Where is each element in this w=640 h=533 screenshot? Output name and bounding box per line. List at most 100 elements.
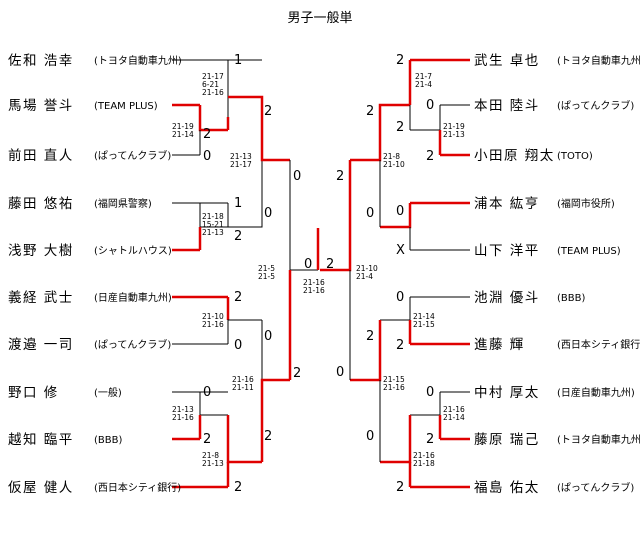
right-score-8: 0 xyxy=(426,385,434,400)
page-title: 男子一般単 xyxy=(287,10,352,26)
right-player-club-1: (トヨタ自動車九州) xyxy=(557,54,640,67)
right-player-name-1: 武生 卓也 xyxy=(474,53,540,69)
right-m5-game-2: 21-15 xyxy=(413,320,435,329)
right-player-name-6: 池淵 優斗 xyxy=(474,290,540,306)
left-m8-game-2: 21-16 xyxy=(172,413,194,422)
left-score-3: 0 xyxy=(203,149,211,164)
left-m3-game-1: 21-13 xyxy=(230,152,252,161)
left-r3-bot-winner xyxy=(260,378,290,462)
left-score-7: 0 xyxy=(234,338,242,353)
right-score-3: 2 xyxy=(426,149,434,164)
left-m5-game-1: 21-5 xyxy=(258,264,275,273)
round-score-l_r2b_top: 0 xyxy=(264,206,272,221)
right-player-club-7: (西日本シティ銀行) xyxy=(557,338,640,351)
left-player-name-4: 藤田 悠祐 xyxy=(8,196,74,212)
right-m1-game-1: 21-7 xyxy=(415,72,432,81)
left-player-club-9: (BBB) xyxy=(94,435,122,446)
right-m6-game-2: 21-16 xyxy=(383,383,405,392)
right-m3-game-2: 21-10 xyxy=(383,160,405,169)
left-m9-game-2: 21-13 xyxy=(202,459,224,468)
left-r2b-line xyxy=(228,160,263,228)
right-r1a-loser xyxy=(410,105,441,131)
right-r1d-loser xyxy=(410,392,441,416)
right-r3-bot-stub xyxy=(350,320,382,382)
right-player-club-5: (TEAM PLUS) xyxy=(557,246,621,257)
round-score-l_r3_bot: 2 xyxy=(293,366,301,381)
round-score-l_r2a_bot: 0 xyxy=(264,329,272,344)
right-m2-game-2: 21-13 xyxy=(443,130,465,139)
round-score-r_r2b_top: 2 xyxy=(366,329,374,344)
right-player-name-5: 山下 洋平 xyxy=(474,243,540,259)
right-score-1: 2 xyxy=(396,53,404,68)
right-player-club-8: (日産自動車九州) xyxy=(557,386,635,399)
right-player-name-8: 中村 厚太 xyxy=(474,385,540,401)
left-player-name-3: 前田 直人 xyxy=(8,147,74,164)
right-r3-top-winner xyxy=(350,130,382,162)
right-m5-game-1: 21-14 xyxy=(413,312,435,321)
left-score-8: 0 xyxy=(203,385,211,400)
right-m8-game-1: 21-16 xyxy=(413,451,435,460)
left-player-name-10: 仮屋 健人 xyxy=(8,480,74,496)
right-player-name-7: 進藤 輝 xyxy=(474,337,525,353)
right-m4-game-1: 21-10 xyxy=(356,264,378,273)
right-m7-game-1: 21-16 xyxy=(443,405,465,414)
round-score-r_r2a_top: 2 xyxy=(366,104,374,119)
left-score-1: 1 xyxy=(234,53,242,68)
left-m1-game-1: 21-17 xyxy=(202,72,224,81)
right-player-name-2: 本田 陸斗 xyxy=(474,98,540,114)
left-score-9: 2 xyxy=(203,432,211,447)
right-m8-game-2: 21-18 xyxy=(413,459,435,468)
round-score-r_r2b_bot: 0 xyxy=(366,429,374,444)
right-player-name-10: 福島 佑太 xyxy=(474,480,540,496)
final-game-1: 21-16 xyxy=(303,278,325,287)
left-player-club-4: (福岡県警察) xyxy=(94,197,152,210)
right-player-club-6: (BBB) xyxy=(557,293,585,304)
bracket-lines xyxy=(172,58,470,489)
round-score-final_left: 0 xyxy=(304,257,312,272)
round-score-r_r2a_bot: 0 xyxy=(366,206,374,221)
left-m2-game-1: 21-19 xyxy=(172,122,194,131)
right-player-name-3: 小田原 翔太 xyxy=(474,148,555,164)
left-player-club-7: (ぱってんクラブ) xyxy=(94,338,171,351)
left-m1-game-3: 21-16 xyxy=(202,88,224,97)
right-score-5: X xyxy=(396,243,405,258)
right-m7-game-2: 21-14 xyxy=(443,413,465,422)
left-r3-top-winner xyxy=(260,130,290,162)
right-player-club-9: (トヨタ自動車九州) xyxy=(557,433,640,446)
right-m4-game-2: 21-4 xyxy=(356,272,373,281)
right-score-7: 2 xyxy=(396,338,404,353)
right-player-name-9: 藤原 瑞己 xyxy=(474,432,540,448)
right-player-club-10: (ぱってんクラブ) xyxy=(557,481,634,494)
round-score-final_right: 2 xyxy=(326,257,334,272)
left-player-name-2: 馬場 誉斗 xyxy=(8,98,74,114)
left-m5-game-2: 21-5 xyxy=(258,272,275,281)
left-score-5: 2 xyxy=(234,229,242,244)
left-m9-game-1: 21-8 xyxy=(202,451,219,460)
round-score-r_r3_top: 2 xyxy=(336,169,344,184)
left-r1c-loser xyxy=(227,319,262,344)
right-r2d-winner xyxy=(380,415,412,464)
left-player-name-8: 野口 修 xyxy=(8,385,59,401)
round-score-l_r2a_top: 2 xyxy=(264,104,272,119)
left-player-club-10: (西日本シティ銀行) xyxy=(94,481,181,494)
round-score-l_r2b_bot: 2 xyxy=(264,429,272,444)
round-score-l_r3_top: 0 xyxy=(293,169,301,184)
right-player-club-2: (ぱってんクラブ) xyxy=(557,99,634,112)
right-player-club-3: (TOTO) xyxy=(557,151,593,162)
left-player-name-9: 越知 臨平 xyxy=(8,431,74,448)
right-player-name-4: 浦本 紘亨 xyxy=(474,195,540,212)
left-score-2: 2 xyxy=(203,127,211,142)
left-m7-game-1: 21-16 xyxy=(232,375,254,384)
left-m2-game-2: 21-14 xyxy=(172,130,194,139)
left-score-4: 1 xyxy=(234,196,242,211)
left-m6-game-1: 21-10 xyxy=(202,312,224,321)
right-score-6: 0 xyxy=(396,290,404,305)
left-m8-game-1: 21-13 xyxy=(172,405,194,414)
left-player-club-8: (一般) xyxy=(94,386,122,399)
left-m4-game-2: 15-21 xyxy=(202,220,224,229)
left-m3-game-2: 21-17 xyxy=(230,160,252,169)
left-player-name-7: 渡邉 一司 xyxy=(8,337,74,353)
right-m6-game-1: 21-15 xyxy=(383,375,405,384)
left-m6-game-2: 21-16 xyxy=(202,320,224,329)
